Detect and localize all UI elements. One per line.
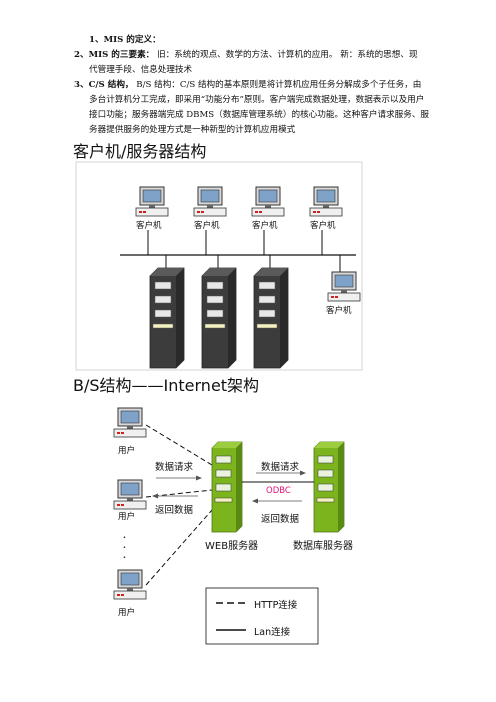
client-computer-icon — [309, 186, 343, 217]
user-label: 用户 — [118, 608, 136, 618]
user-label: 用户 — [118, 446, 136, 456]
client-computer-icon — [193, 186, 227, 217]
user-label: 用户 — [118, 512, 136, 522]
item-3-line: 3、C/S 结构， B/S 结构：C/S 结构的基本原则是将计算机应用任务分解成… — [74, 78, 421, 92]
return-data-label: 返回数据 — [261, 514, 300, 525]
bs-diagram-title: B/S结构——Internet架构 — [73, 376, 260, 395]
item-2-text: 旧：系统的观点、数学的方法、计算机的应用。 新：系统的思想、现 — [157, 50, 418, 60]
item-3-line-3: 接口功能；服务器端完成 DBMS（数据库管理系统）的核心功能。这种客户请求服务、… — [89, 110, 430, 120]
bs-diagram — [113, 407, 345, 645]
item-3-text: B/S 结构：C/S 结构的基本原则是将计算机应用任务分解成多个子任务，由 — [136, 80, 422, 90]
server-tower-icon — [149, 267, 185, 369]
server-tower-icon — [253, 267, 289, 369]
cs-diagram — [75, 161, 363, 371]
web-server-label: WEB服务器 — [205, 541, 259, 552]
client-label: 客户机 — [310, 221, 336, 231]
item-2-heading: 2、MIS 的三要素： — [74, 50, 155, 60]
return-data-label: 返回数据 — [155, 505, 194, 516]
item-3-line-4: 务器提供服务的处理方式是一种新型的计算机应用模式 — [89, 125, 296, 135]
client-label: 客户机 — [252, 221, 278, 231]
client-label: 客户机 — [194, 221, 220, 231]
legend-lan-label: Lan连接 — [254, 627, 291, 638]
client-computer-icon — [251, 186, 285, 217]
odbc-label: ODBC — [266, 486, 291, 496]
item-3-line-2: 多台计算机分工完成，即采用“功能分布”原则。客户端完成数据处理，数据表示以及用户 — [89, 95, 425, 105]
user-computer-icon — [113, 569, 147, 600]
data-request-label: 数据请求 — [155, 462, 194, 473]
client-label: 客户机 — [326, 306, 352, 316]
more-users-ellipsis: · · · — [123, 533, 126, 563]
database-server-label: 数据库服务器 — [293, 541, 353, 552]
client-label: 客户机 — [136, 221, 162, 231]
server-tower-icon — [201, 267, 237, 369]
item-2-continuation: 代管理手段、信息处理技术 — [89, 65, 193, 75]
legend-box — [205, 587, 319, 645]
client-computer-icon — [135, 186, 169, 217]
data-request-label: 数据请求 — [261, 462, 300, 473]
database-server-icon — [313, 441, 345, 533]
user-computer-icon — [113, 479, 147, 510]
web-server-icon — [211, 441, 243, 533]
item-3-heading: 3、C/S 结构， — [74, 80, 134, 90]
client-computer-icon — [327, 271, 361, 302]
item-1-heading: 1、MIS 的定义： — [89, 35, 161, 45]
item-2-line: 2、MIS 的三要素： 旧：系统的观点、数学的方法、计算机的应用。 新：系统的思… — [74, 48, 418, 62]
legend-http-label: HTTP连接 — [254, 600, 298, 611]
cs-diagram-title: 客户机/服务器结构 — [73, 142, 207, 161]
user-computer-icon — [113, 407, 147, 438]
